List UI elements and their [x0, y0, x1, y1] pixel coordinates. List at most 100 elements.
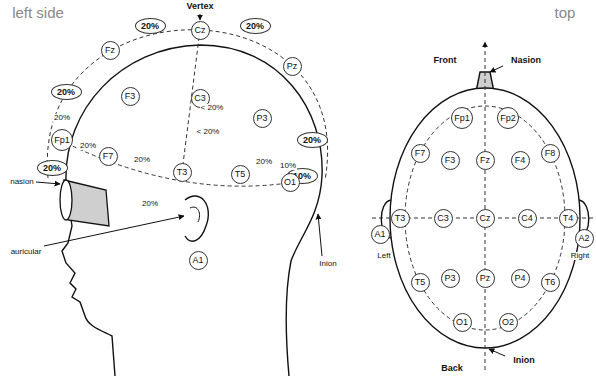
electrode-label: 20%	[246, 22, 264, 31]
electrode-circle: Fp1	[451, 107, 473, 129]
percent-oval: 20%	[240, 18, 271, 34]
annotation-label: Front	[433, 56, 458, 65]
annotation-label: Right	[570, 252, 591, 260]
electrode-circle: A1	[371, 225, 390, 244]
electrode-circle: T3	[391, 209, 410, 228]
annotation-label: 20%	[255, 158, 273, 166]
annotation-label: Inion	[512, 356, 536, 365]
electrode-circle: P3	[253, 109, 272, 128]
electrode-label: A1	[192, 256, 203, 265]
electrode-label: Pz	[287, 62, 298, 71]
electrode-circle: F7	[411, 144, 430, 163]
annotation-label: Left	[376, 252, 391, 260]
electrode-label: Fp1	[454, 114, 470, 123]
electrode-circle: T4	[559, 209, 578, 228]
percent-oval: 20%	[51, 84, 82, 100]
electrode-label: T4	[563, 214, 574, 223]
electrode-label: Cz	[480, 214, 491, 223]
electrode-label: T3	[177, 168, 188, 177]
electrode-label: T5	[415, 278, 426, 287]
electrode-label: T6	[545, 278, 556, 287]
electrode-label: Fz	[105, 46, 115, 55]
electrode-label: F7	[103, 152, 114, 161]
electrode-circle: Cz	[476, 209, 495, 228]
electrode-label: P4	[514, 274, 525, 283]
electrode-label: 20%	[57, 88, 75, 97]
electrode-label: Pz	[480, 274, 491, 283]
annotation-label: nasion	[9, 178, 35, 186]
annotation-label: Nasion	[510, 56, 542, 65]
annotation-label: Vertex	[185, 2, 214, 11]
electrode-circle: O1	[453, 313, 472, 332]
electrode-label: Fz	[480, 156, 490, 165]
electrode-circle: P3	[441, 269, 460, 288]
electrode-label: O1	[456, 318, 468, 327]
electrode-label: Fp1	[54, 136, 70, 145]
electrode-circle: Pz	[476, 269, 495, 288]
electrode-label: C4	[521, 214, 533, 223]
electrode-label: T5	[235, 170, 246, 179]
electrode-circle: O1	[281, 173, 300, 192]
electrode-circle: O2	[499, 313, 518, 332]
electrode-label: P3	[256, 114, 267, 123]
electrode-circle: C3	[434, 209, 453, 228]
electrode-circle: Fz	[476, 151, 495, 170]
percent-oval: 20%	[37, 160, 68, 176]
percent-oval: 20%	[135, 18, 166, 34]
electrode-circle: F7	[99, 147, 118, 166]
electrode-circle: Fz	[101, 41, 120, 60]
electrode-circle: T3	[173, 163, 192, 182]
annotation-label: auricular	[10, 248, 43, 256]
electrode-label: Cz	[195, 26, 206, 35]
electrode-label: 20%	[43, 164, 61, 173]
percent-oval: 20%	[297, 132, 328, 148]
annotation-label: 20%	[133, 156, 151, 164]
electrode-label: A2	[578, 234, 589, 243]
electrode-label: F4	[515, 156, 526, 165]
electrode-label: A1	[374, 230, 385, 239]
electrode-circle: A1	[189, 251, 208, 270]
electrode-label: 20%	[141, 22, 159, 31]
electrode-circle: T5	[231, 165, 250, 184]
electrode-circle: Cz	[191, 21, 210, 40]
annotation-label: 20%	[79, 142, 97, 150]
electrode-circle: F8	[541, 144, 560, 163]
annotation-label: Back	[440, 364, 464, 373]
annotation-label: 10%	[279, 162, 297, 170]
measure-arcs	[47, 30, 327, 186]
top-guides	[372, 42, 594, 370]
electrode-circle: P4	[511, 269, 530, 288]
electrode-label: O1	[284, 178, 296, 187]
annotation-label: Inion	[318, 260, 337, 268]
electrode-circle: Fp2	[497, 107, 519, 129]
nose-tube	[60, 180, 109, 226]
electrode-label: 20%	[303, 136, 321, 145]
electrode-circle: F4	[511, 151, 530, 170]
annotation-label: left side	[11, 5, 65, 20]
electrode-label: C3	[437, 214, 449, 223]
electrode-label: O2	[502, 318, 514, 327]
electrode-label: F7	[415, 149, 426, 158]
annotation-label: < 20%	[200, 104, 225, 112]
electrode-label: F8	[545, 149, 556, 158]
electrode-circle: F3	[441, 151, 460, 170]
annotation-label: 20%	[53, 114, 71, 122]
electrode-label: C3	[194, 94, 206, 103]
electrode-label: F3	[125, 92, 136, 101]
electrode-circle: C4	[518, 209, 537, 228]
side-head	[62, 45, 322, 376]
electrode-circle: Pz	[283, 57, 302, 76]
annotation-label: top	[554, 5, 577, 20]
electrode-label: P3	[444, 274, 455, 283]
annotation-label: < 20%	[196, 128, 221, 136]
electrode-circle: A2	[575, 229, 594, 248]
electrode-circle: Fp1	[51, 129, 73, 151]
electrode-circle: T5	[411, 273, 430, 292]
electrode-circle: F3	[121, 87, 140, 106]
electrode-label: T3	[395, 214, 406, 223]
annotation-label: 20%	[141, 200, 159, 208]
electrode-label: F3	[445, 156, 456, 165]
electrode-circle: T6	[541, 273, 560, 292]
electrode-label: Fp2	[500, 114, 516, 123]
